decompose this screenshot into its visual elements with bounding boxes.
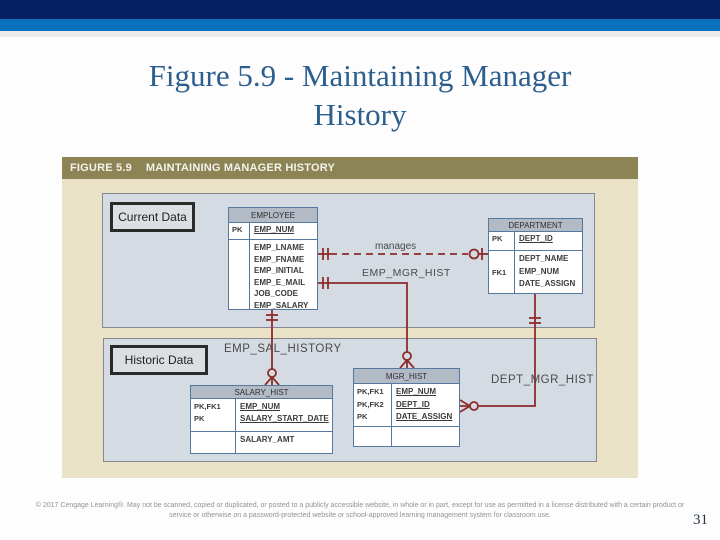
top-navy-bar: [0, 0, 720, 19]
table-row: SALARY_AMT: [191, 431, 332, 453]
page-title-line2: History: [313, 97, 407, 132]
entity-mgr-hist-title: MGR_HIST: [354, 369, 459, 384]
entity-salary-hist: SALARY_HIST PK,FK1 PK EMP_NUM SALARY_STA…: [190, 385, 333, 454]
historic-data-label-box: Historic Data: [110, 345, 208, 375]
current-data-label: Current Data: [118, 210, 187, 224]
table-row: PK EMP_NUM: [229, 223, 317, 239]
emp-sal-history-label: EMP_SAL_HISTORY: [224, 343, 342, 355]
erd-figure: FIGURE 5.9 MAINTAINING MANAGER HISTORY: [62, 157, 638, 478]
figure-number: FIGURE 5.9: [70, 162, 132, 174]
emp-mgr-hist-label: EMP_MGR_HIST: [362, 267, 451, 279]
relationship-lines: [264, 248, 541, 413]
entity-mgr-hist: MGR_HIST PK,FK1 PK,FK2 PK EMP_NUM DEPT_I…: [353, 368, 460, 447]
manages-label: manages: [375, 241, 417, 252]
table-row: EMP_LNAME EMP_FNAME EMP_INITIAL EMP_E_MA…: [229, 239, 317, 310]
historic-data-label: Historic Data: [124, 353, 194, 367]
entity-employee-title: EMPLOYEE: [229, 208, 317, 223]
dept-mgr-hist-label: DEPT_MGR_HIST: [491, 374, 594, 386]
emp-sal-history-relationship-line: [264, 308, 280, 386]
page-title: Figure 5.9 - Maintaining Manager History: [0, 56, 720, 134]
page-title-line1: Figure 5.9 - Maintaining Manager: [148, 58, 572, 93]
top-gray-strip: [0, 31, 720, 37]
emp-mgr-hist-relationship-line: [318, 277, 415, 369]
dept-mgr-hist-relationship-line: [459, 292, 541, 413]
copyright-footer: © 2017 Cengage Learning®. May not be sca…: [35, 502, 685, 519]
table-row: FK1 DEPT_NAME EMP_NUM DATE_ASSIGN: [489, 250, 582, 293]
entity-department: DEPARTMENT PK DEPT_ID FK1 DEPT_NAME EMP_…: [488, 218, 583, 294]
entity-employee: EMPLOYEE PK EMP_NUM EMP_LNAME EMP_FNAME …: [228, 207, 318, 310]
table-row: PK,FK1 PK EMP_NUM SALARY_START_DATE: [191, 399, 332, 431]
page-number: 31: [693, 512, 708, 528]
figure-caption: MAINTAINING MANAGER HISTORY: [145, 162, 336, 174]
entity-department-title: DEPARTMENT: [489, 219, 582, 232]
manages-relationship-line: [318, 248, 488, 260]
figure-caption-bar: FIGURE 5.9 MAINTAINING MANAGER HISTORY: [62, 157, 638, 179]
table-row: PK DEPT_ID: [489, 232, 582, 250]
current-data-label-box: Current Data: [110, 202, 195, 232]
top-accent-bar: [0, 19, 720, 31]
entity-salary-hist-title: SALARY_HIST: [191, 386, 332, 399]
table-row: PK,FK1 PK,FK2 PK EMP_NUM DEPT_ID DATE_AS…: [354, 384, 459, 426]
table-row: [354, 426, 459, 446]
